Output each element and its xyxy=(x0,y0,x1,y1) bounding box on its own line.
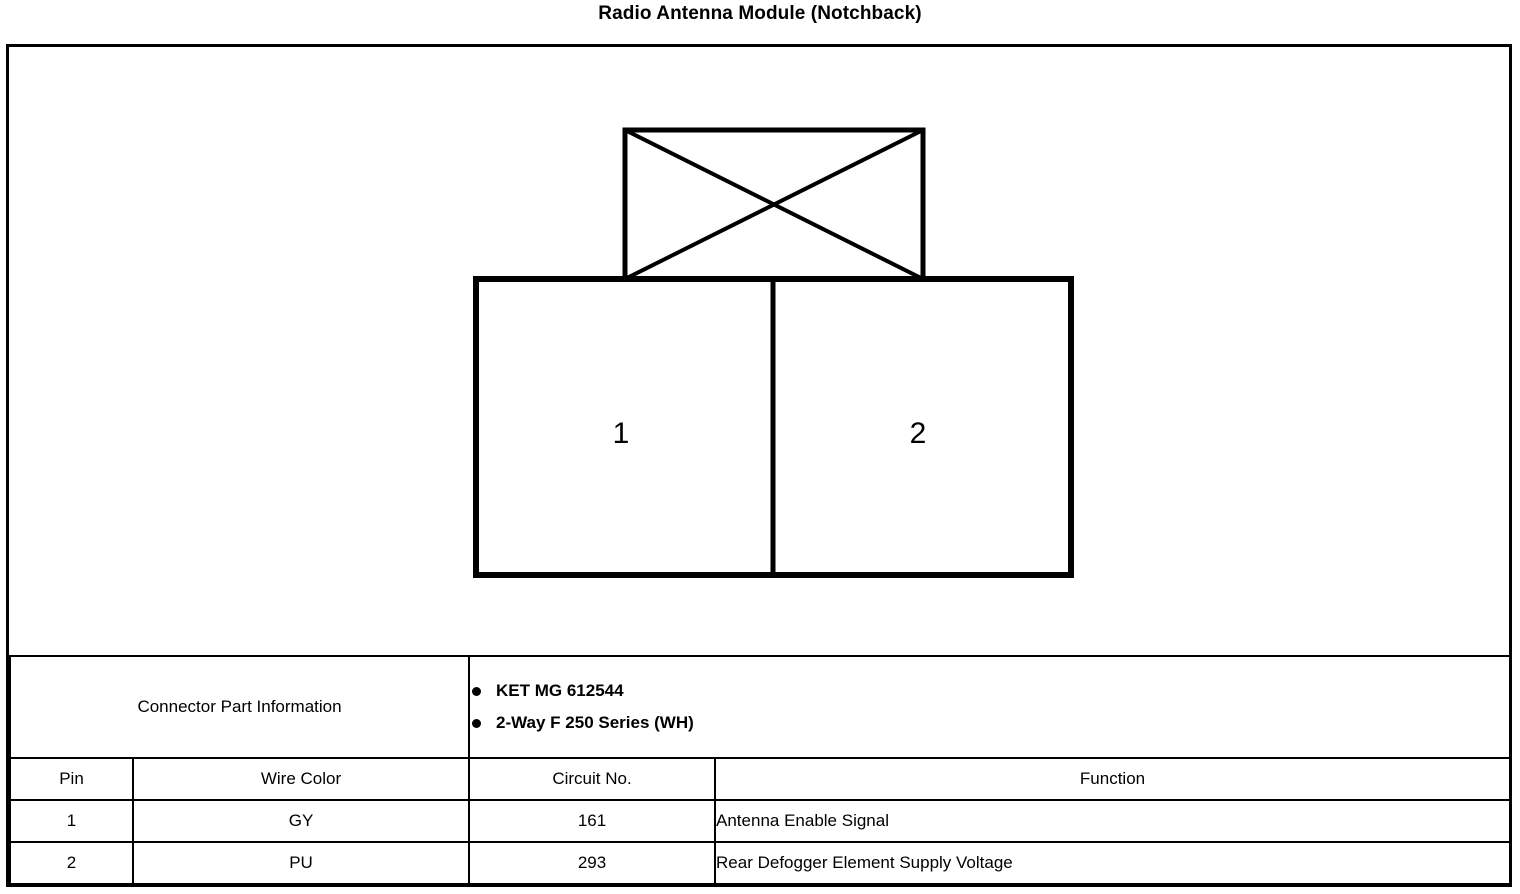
keyway-diagonal-up-icon xyxy=(624,128,924,281)
pin-table-header-row: Pin Wire Color Circuit No. Function xyxy=(9,757,1512,801)
table-row: 2 PU 293 Rear Defogger Element Supply Vo… xyxy=(9,841,1512,885)
page-title: Radio Antenna Module (Notchback) xyxy=(598,3,922,24)
bullet-icon xyxy=(472,719,482,728)
bullet-icon xyxy=(472,687,482,696)
cell-circuit-no: 161 xyxy=(468,799,717,843)
connector-info-table: Connector Part Information KET MG 612544… xyxy=(8,655,1512,885)
cell-pin: 2 xyxy=(9,841,134,885)
cavity-number-1: 1 xyxy=(613,417,630,450)
cell-function: Rear Defogger Element Supply Voltage xyxy=(714,841,1512,885)
connector-part-information-list-cell: KET MG 612544 2-Way F 250 Series (WH) xyxy=(468,655,1512,759)
connector-part-item-text: KET MG 612544 xyxy=(496,681,624,700)
connector-part-item: KET MG 612544 xyxy=(470,681,1509,701)
figure-frame: 1 2 Connector Part Information xyxy=(6,44,1512,887)
connector-part-information-row: Connector Part Information KET MG 612544… xyxy=(8,655,1512,759)
cell-function: Antenna Enable Signal xyxy=(714,799,1512,843)
connector-part-item: 2-Way F 250 Series (WH) xyxy=(470,713,1509,733)
column-header-circuit-no: Circuit No. xyxy=(468,757,717,801)
column-header-function: Function xyxy=(714,757,1512,801)
connector-part-information-list: KET MG 612544 2-Way F 250 Series (WH) xyxy=(470,681,1509,733)
table-row: 1 GY 161 Antenna Enable Signal xyxy=(9,799,1512,843)
connector-part-information-label: Connector Part Information xyxy=(8,655,471,759)
connector-part-item-text: 2-Way F 250 Series (WH) xyxy=(496,713,694,732)
column-header-pin: Pin xyxy=(9,757,134,801)
connector-face-diagram: 1 2 xyxy=(473,127,1074,578)
cell-circuit-no: 293 xyxy=(468,841,717,885)
cavity-number-2: 2 xyxy=(910,417,927,450)
cell-pin: 1 xyxy=(9,799,134,843)
cell-wire-color: PU xyxy=(131,841,471,885)
cell-wire-color: GY xyxy=(131,799,471,843)
column-header-wire-color: Wire Color xyxy=(131,757,471,801)
